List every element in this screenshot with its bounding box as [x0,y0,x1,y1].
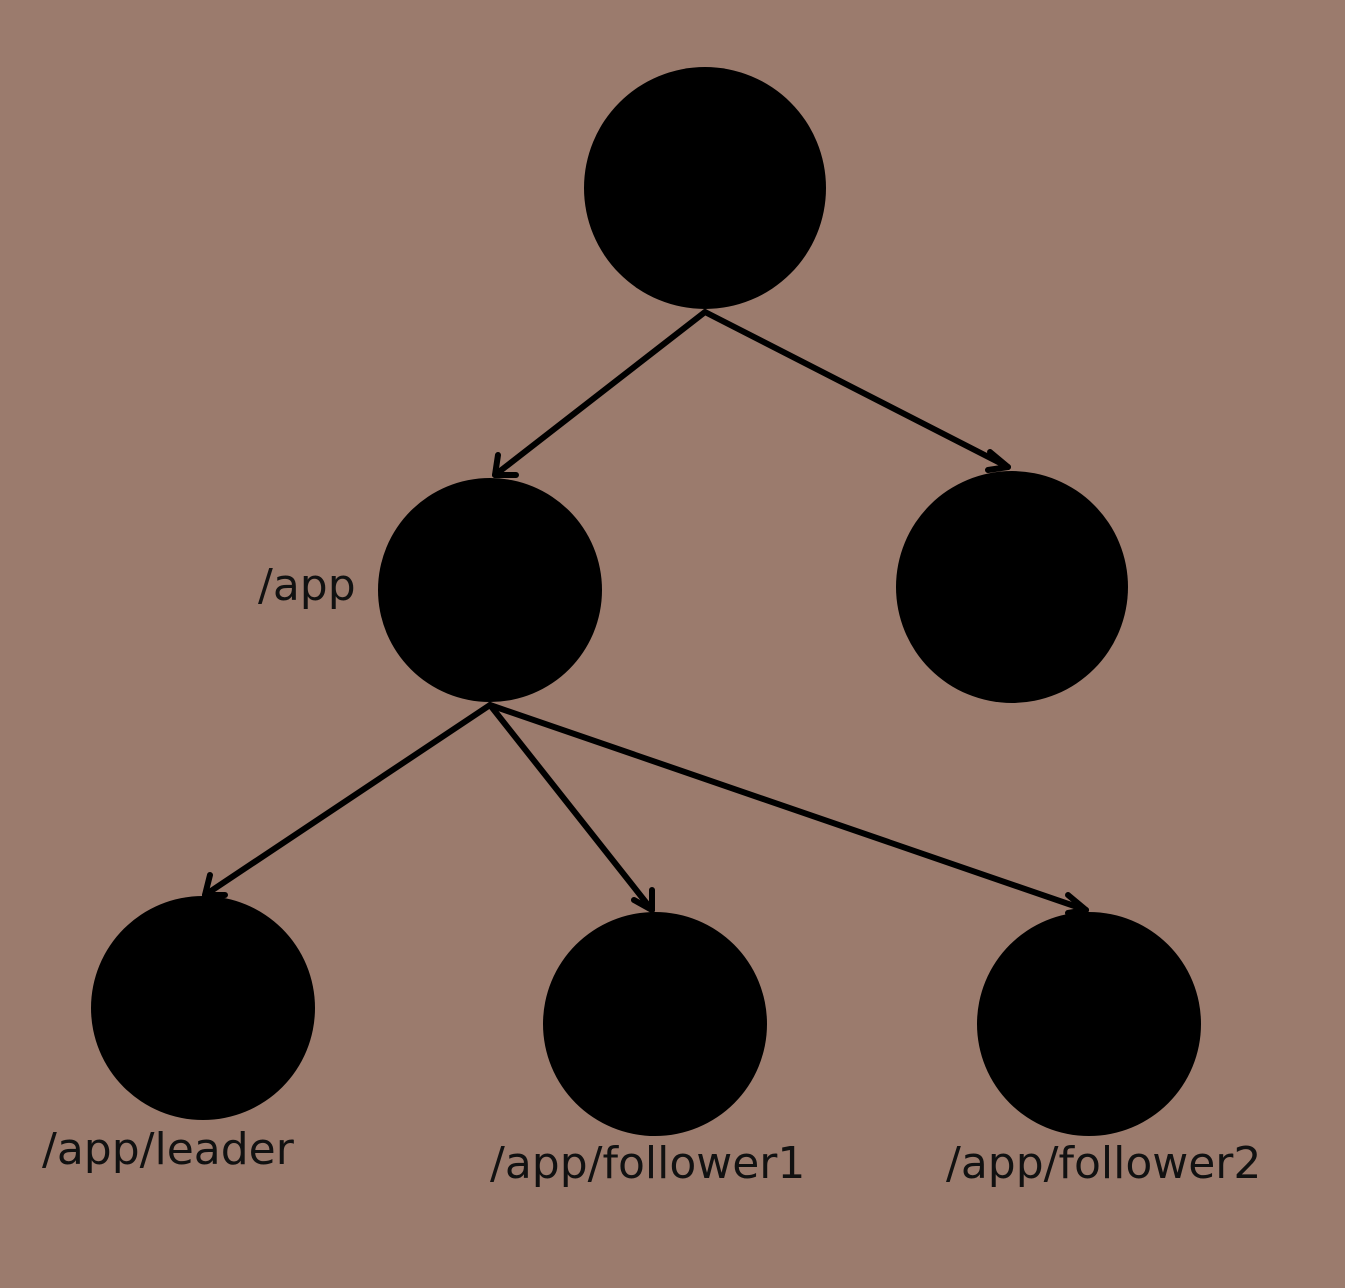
nodes [91,67,1201,1136]
follower2-label: /app/follower2 [946,1138,1262,1189]
arrowhead-icon [631,887,655,913]
edge-app-leader [202,702,493,898]
edges [202,309,1089,916]
edge-app-follower1 [487,702,655,913]
arrowhead-icon [492,452,519,478]
arrowhead-icon [1065,892,1089,916]
edge-root-app [492,309,708,478]
arrowhead-icon [985,449,1011,473]
edge-root-right [702,309,1011,470]
leader-node [91,896,315,1120]
app-label: /app [258,560,356,611]
follower2-node [977,912,1201,1136]
leader-label: /app/leader [42,1124,294,1175]
follower1-node [543,912,767,1136]
right-child-node [896,471,1128,703]
root-node [584,67,826,309]
app-node [378,478,602,702]
follower1-label: /app/follower1 [490,1138,806,1189]
edge-app-follower2 [487,702,1089,913]
arrowhead-icon [202,872,228,898]
